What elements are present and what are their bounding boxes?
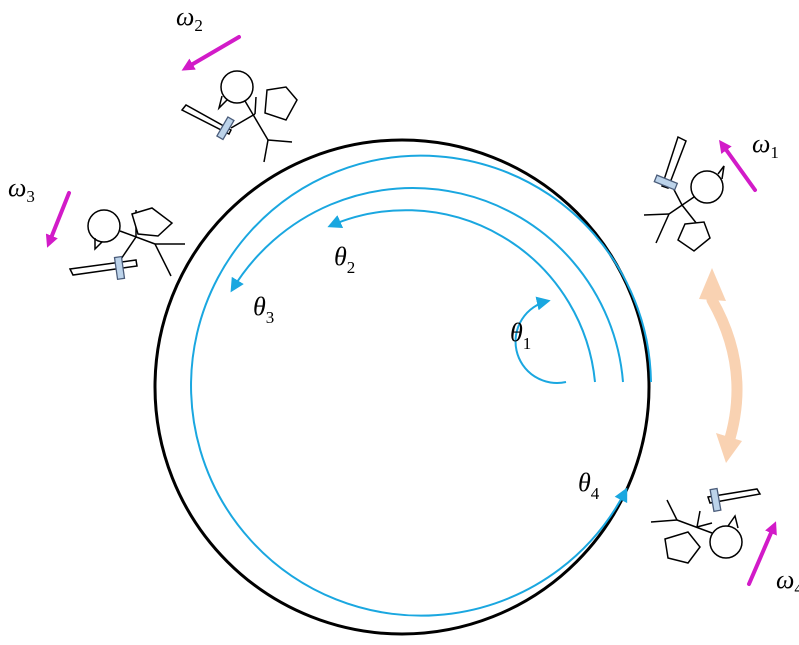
theta2-label: θ2: [334, 242, 355, 277]
theta1-arc: [514, 296, 567, 384]
shield-icon: [677, 221, 711, 252]
swordsman-1: [643, 135, 725, 252]
omega3-arrow: [45, 191, 71, 248]
theta4-arc: [190, 154, 652, 617]
shield-icon: [664, 531, 701, 564]
omega2-label: ω2: [176, 2, 203, 35]
omega4-label: ω4: [776, 565, 799, 598]
svg-text:θ4: θ4: [578, 468, 600, 503]
omega2-arrow: [181, 35, 241, 71]
head-icon: [709, 525, 743, 559]
omega1-label: ω1: [752, 129, 779, 162]
shield-icon: [131, 207, 174, 237]
shield-icon: [264, 86, 298, 121]
head-icon: [690, 170, 724, 204]
double-headed-arrow: [699, 268, 743, 463]
svg-text:ω3: ω3: [8, 173, 35, 206]
swordsman-3: [68, 207, 185, 281]
head-icon: [220, 70, 254, 104]
svg-text:ω2: ω2: [176, 2, 203, 35]
svg-text:θ3: θ3: [253, 292, 274, 327]
angle-arcs: [190, 154, 652, 617]
speed-arrows: [45, 35, 777, 586]
head-icon: [87, 209, 121, 243]
theta1-label: θ1: [510, 318, 531, 353]
sword-icon: [707, 488, 762, 504]
omega1-arrow: [719, 139, 757, 192]
sword-icon: [180, 104, 232, 136]
theta4-label: θ4: [578, 468, 600, 503]
track-circle: [153, 138, 651, 636]
omega4-arrow: [747, 521, 777, 586]
svg-text:θ1: θ1: [510, 318, 531, 353]
svg-text:ω1: ω1: [752, 129, 779, 162]
swordsman-2: [180, 70, 298, 163]
theta2-arc: [327, 209, 596, 383]
theta3-arc: [230, 186, 624, 383]
sword-icon: [68, 259, 138, 276]
swordsman-4: [650, 487, 762, 564]
sword-icon: [661, 135, 687, 189]
theta3-label: θ3: [253, 292, 274, 327]
svg-text:θ2: θ2: [334, 242, 355, 277]
svg-text:ω4: ω4: [776, 565, 799, 598]
omega3-label: ω3: [8, 173, 35, 206]
